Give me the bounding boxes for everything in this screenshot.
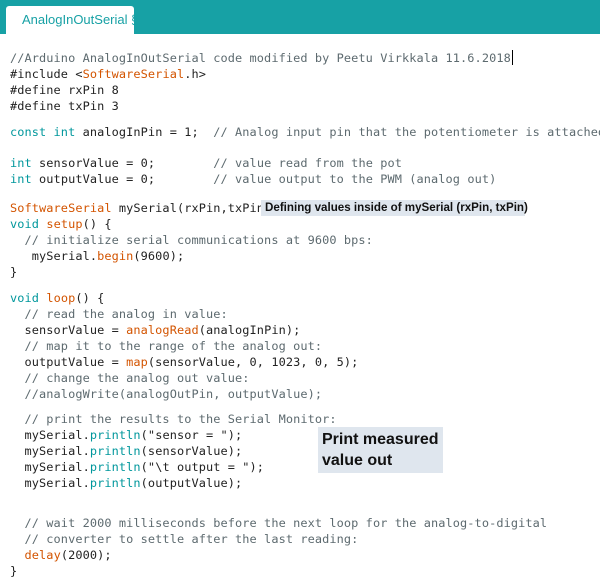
annotation-print-measured: Print measured value out [318, 427, 443, 473]
code-line: } [10, 265, 18, 279]
code-line: int sensorValue = 0; // value read from … [10, 156, 402, 170]
annotation-print-line1: Print measured [322, 431, 439, 448]
code-line: void loop() { [10, 291, 105, 305]
annotation-print-line2: value out [322, 452, 393, 469]
text-caret [511, 50, 513, 65]
code-line: #define txPin 3 [10, 99, 119, 113]
code-line: const int analogInPin = 1; // Analog inp… [10, 125, 600, 139]
code-line: //analogWrite(analogOutPin, outputValue)… [10, 387, 323, 401]
code-line: void setup() { [10, 217, 112, 231]
tab-bar: AnalogInOutSerial § [0, 0, 600, 34]
code-line: delay(2000); [24, 548, 112, 562]
code-line: //Arduino AnalogInOutSerial code modifie… [10, 50, 513, 65]
code-line: // map it to the range of the analog out… [10, 339, 323, 353]
code-line: SoftwareSerial mySerial(rxPin,txPin); [10, 201, 279, 215]
code-line: // wait 2000 milliseconds before the nex… [10, 516, 548, 530]
code-line: sensorValue = analogRead(analogInPin); [10, 323, 301, 337]
tab-label: AnalogInOutSerial § [22, 12, 139, 27]
code-line: mySerial.begin(9600); [10, 249, 185, 263]
code-line: outputValue = map(sensorValue, 0, 1023, … [10, 355, 359, 369]
code-line: mySerial.println(sensorValue); [10, 444, 243, 458]
code-line: int outputValue = 0; // value output to … [10, 172, 497, 186]
code-line: mySerial.println("\t output = "); [10, 460, 265, 474]
code-line: mySerial.println(outputValue); [10, 476, 243, 490]
code-line: } [10, 564, 18, 578]
code-line: mySerial.println("sensor = "); [10, 428, 243, 442]
code-editor[interactable]: //Arduino AnalogInOutSerial code modifie… [0, 34, 600, 584]
code-line: // print the results to the Serial Monit… [10, 412, 337, 426]
code-line: #include <SoftwareSerial.h> [10, 67, 206, 81]
annotation-defining-values: Defining values inside of mySerial (rxPi… [261, 200, 528, 216]
code-line: // read the analog in value: [10, 307, 228, 321]
tab-sketch[interactable]: AnalogInOutSerial § [6, 6, 138, 34]
code-line: // change the analog out value: [10, 371, 250, 385]
code-line: // converter to settle after the last re… [10, 532, 359, 546]
code-line: // initialize serial communications at 9… [10, 233, 373, 247]
code-line: #define rxPin 8 [10, 83, 119, 97]
